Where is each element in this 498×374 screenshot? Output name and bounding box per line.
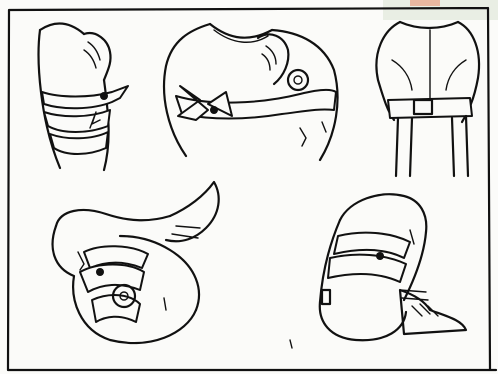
hand-on-shoulder	[258, 34, 288, 84]
hand-outline	[84, 33, 111, 80]
bandage-roll-core	[294, 76, 302, 84]
knot-left	[96, 268, 104, 276]
bandage-wrap-mid	[44, 110, 110, 132]
bandage-wrap-top	[42, 86, 128, 108]
knee-band-3	[92, 295, 140, 322]
shoe-laces	[412, 304, 438, 316]
panel-shoulder-chest-bandage	[164, 24, 337, 160]
knee-band-2	[80, 265, 144, 293]
knee-top	[340, 194, 426, 232]
shoulder-blade-lines	[392, 60, 466, 90]
shoulder-outline	[40, 24, 84, 34]
knee-band-r1	[334, 233, 410, 258]
hand-fingers	[262, 46, 276, 70]
shin-and-foot	[166, 182, 219, 241]
finger-lines	[84, 42, 100, 68]
panel-knee-bandage-right	[290, 194, 466, 348]
knot-right	[376, 252, 384, 260]
side-clip	[322, 290, 330, 304]
panel-back-belt-bandage	[376, 22, 479, 176]
knot	[100, 92, 108, 100]
panel-upper-arm-bandage	[39, 24, 128, 170]
neck-back	[400, 22, 458, 28]
legs-and-straps	[396, 116, 468, 176]
seat-outline	[320, 302, 406, 340]
knee-band-r2	[328, 255, 406, 282]
shading-marks	[300, 122, 326, 146]
panel-knee-bandage-left	[53, 182, 219, 343]
bandage-wrap-low	[50, 132, 108, 154]
thigh-top	[56, 210, 170, 226]
bow-knot	[210, 106, 218, 114]
shoe	[400, 290, 466, 334]
bandage-roll	[288, 70, 308, 90]
